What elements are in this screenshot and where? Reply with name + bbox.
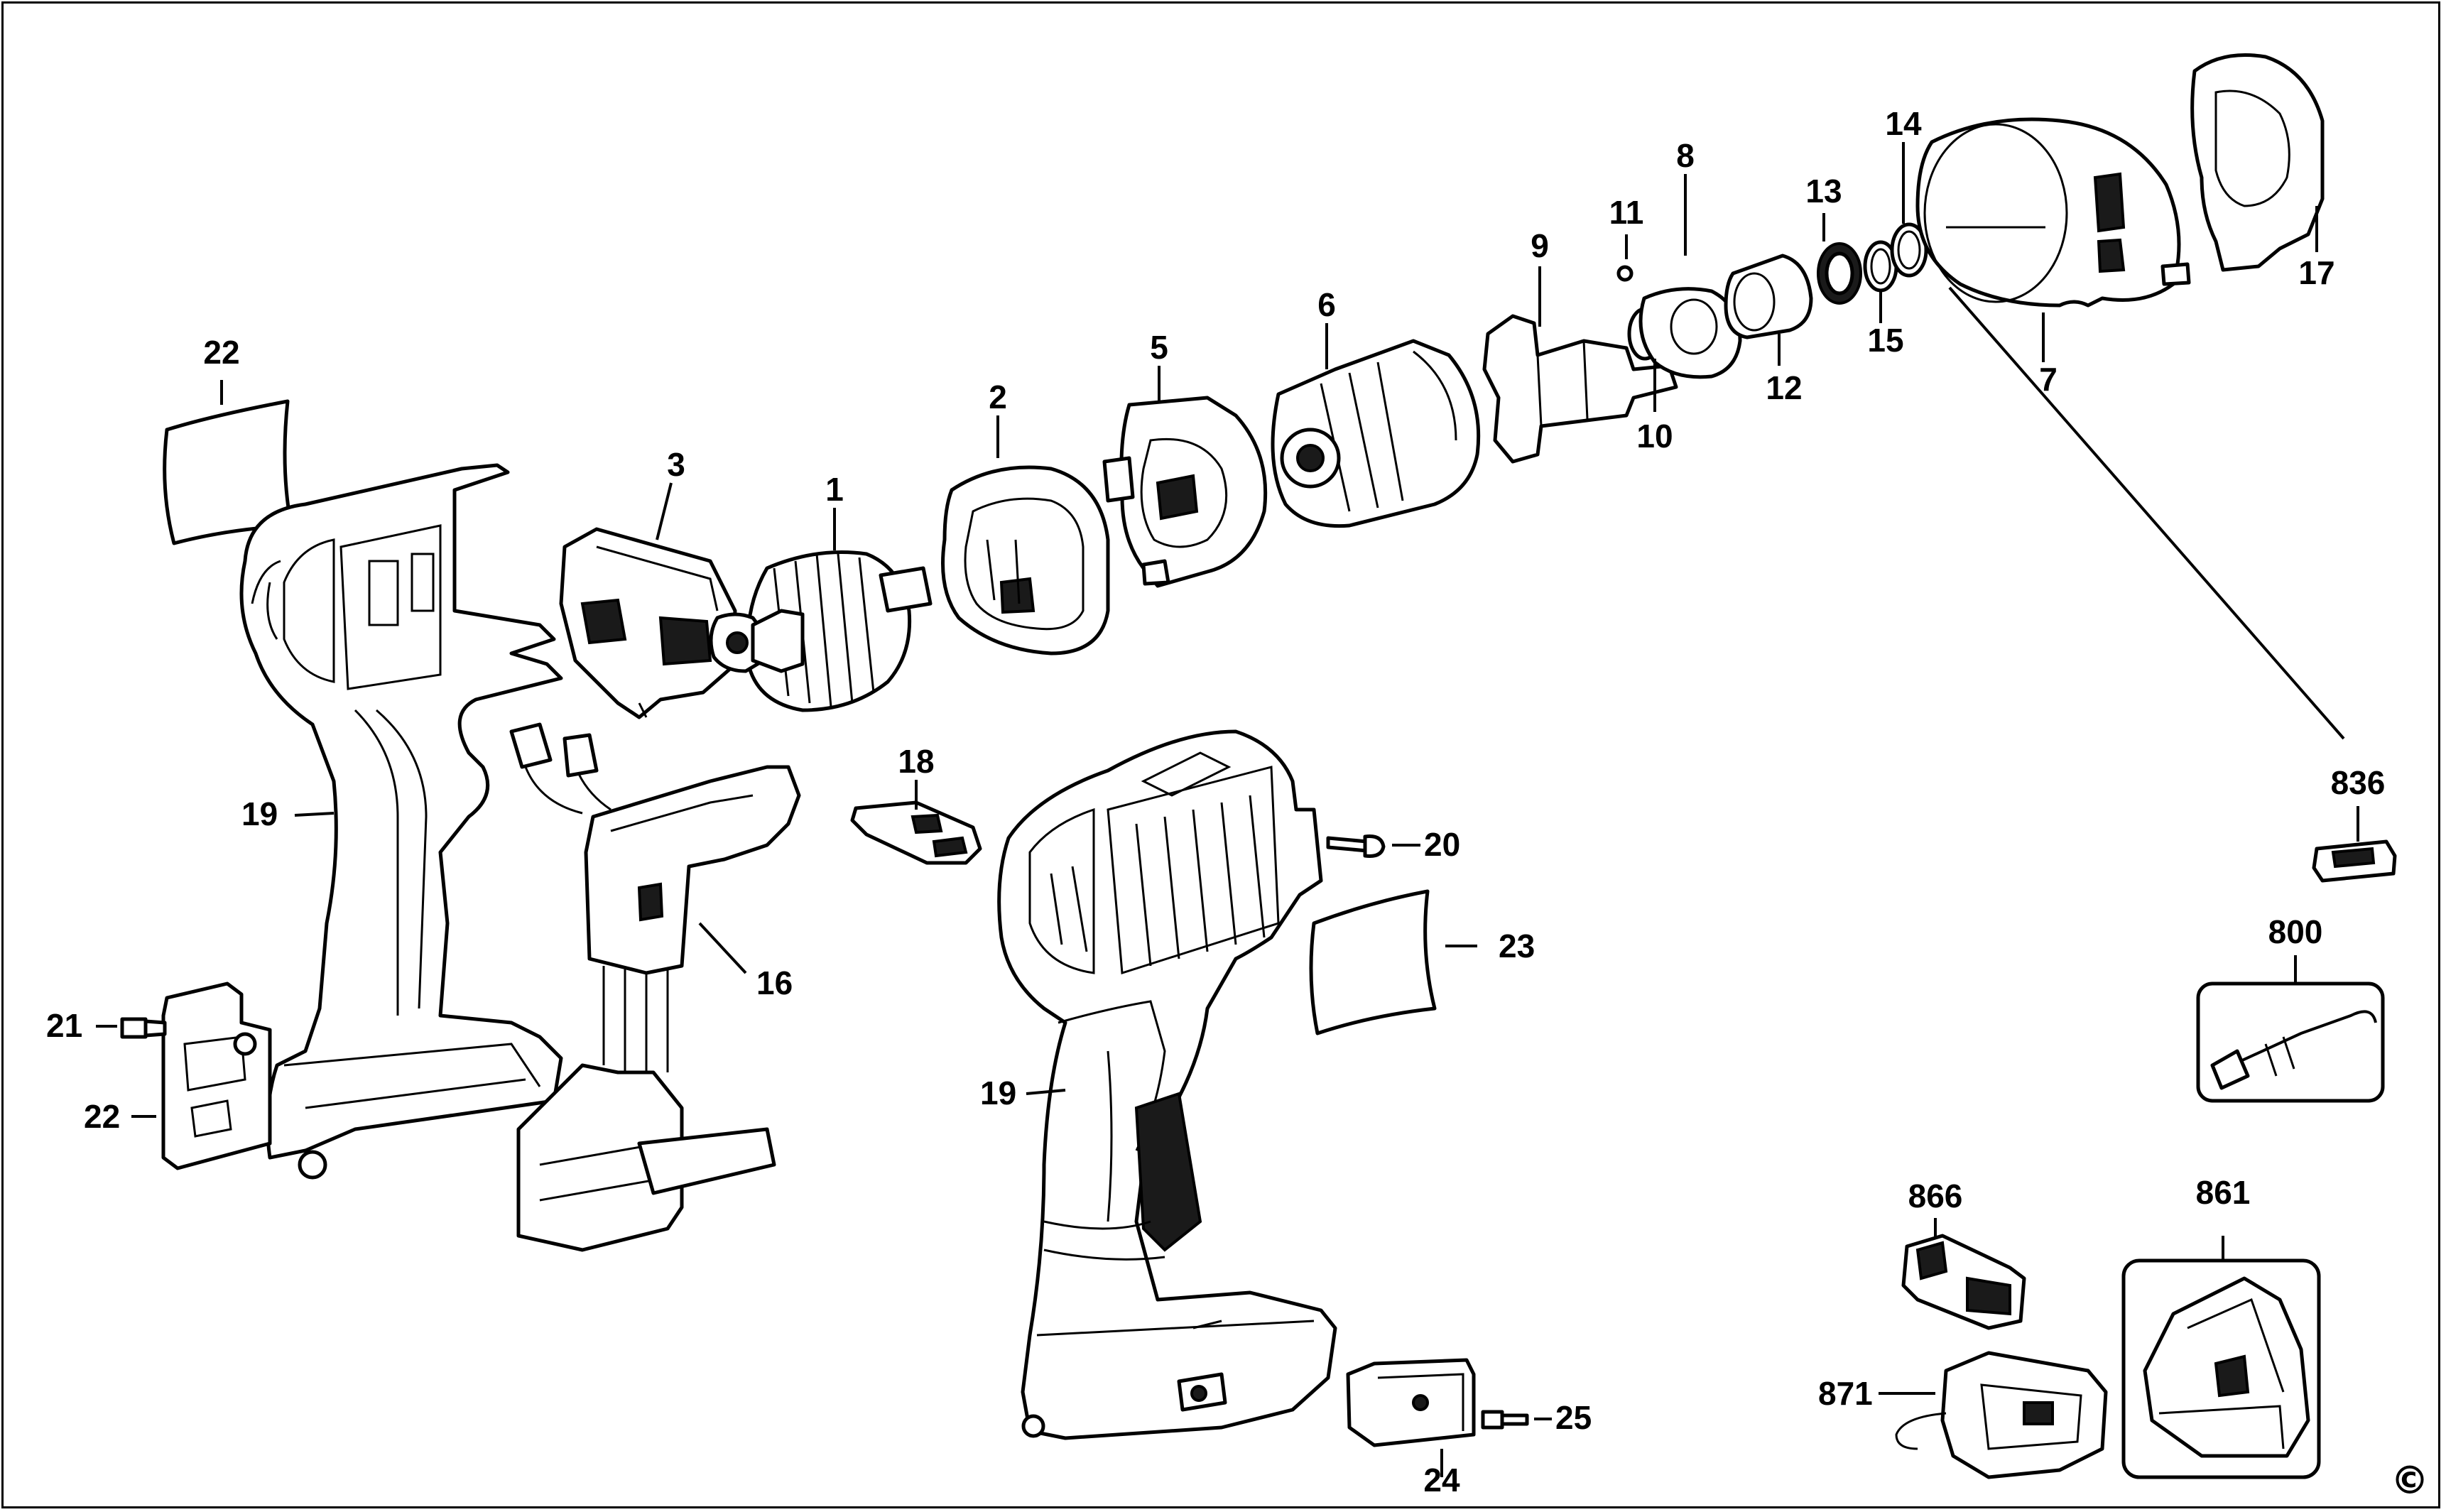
part-871-charger[interactable] (1895, 1351, 2108, 1479)
callout-1: 1 (825, 471, 844, 508)
callout-866: 866 (1908, 1177, 1963, 1214)
part-18-direction-slider[interactable] (850, 800, 982, 865)
callout-871: 871 (1818, 1375, 1873, 1412)
part-22-screw-left[interactable] (120, 1017, 167, 1039)
part-19-housing-assembled[interactable] (997, 729, 1337, 1440)
part-1-armature[interactable] (709, 550, 933, 712)
part-8-washer[interactable] (1638, 287, 1742, 379)
callout-5: 5 (1150, 329, 1168, 366)
part-25-label[interactable] (1309, 889, 1437, 1035)
part-16-switch[interactable] (509, 722, 801, 1252)
callout-20: 20 (1424, 826, 1460, 863)
callout-24: 24 (1423, 1462, 1460, 1499)
callout-11: 11 (1609, 194, 1644, 231)
callout-labels: 22 3 1 2 5 6 9 11 8 10 12 13 14 15 7 17 … (46, 105, 2429, 1503)
callout-7: 7 (2039, 361, 2058, 398)
part-20-screw[interactable] (1326, 834, 1386, 858)
callout-17: 17 (2298, 254, 2334, 291)
part-6-gear-case[interactable] (1271, 339, 1481, 528)
callout-15: 15 (1867, 322, 1903, 359)
callout-861: 861 (2196, 1174, 2251, 1211)
callout-3: 3 (667, 446, 685, 483)
callout-836: 836 (2331, 764, 2386, 801)
part-7-nose-housing[interactable] (1915, 117, 2181, 308)
part-2-field-ring[interactable] (941, 465, 1110, 656)
part-3-brush-holder[interactable] (559, 527, 737, 719)
part-13-spring[interactable] (1817, 242, 1862, 305)
part-21-plate[interactable] (161, 981, 272, 1170)
callout-800: 800 (2268, 913, 2323, 950)
callout-18: 18 (898, 743, 934, 780)
callout-10: 10 (1636, 418, 1673, 455)
callout-16: 16 (756, 964, 793, 1001)
callout-19-left: 19 (241, 795, 278, 832)
part-11-ball[interactable] (1616, 265, 1634, 282)
part-5-gear-plate[interactable] (1102, 396, 1268, 588)
callout-6: 6 (1317, 286, 1336, 323)
part-836-clip[interactable] (2312, 839, 2397, 883)
callout-14: 14 (1885, 105, 1922, 142)
part-12-sleeve[interactable] (1724, 254, 1813, 339)
callout-19-right: 19 (980, 1075, 1016, 1111)
callout-9: 9 (1531, 227, 1549, 264)
part-17-bracket[interactable] (2160, 53, 2325, 286)
callout-13: 13 (1805, 173, 1842, 210)
callout-25: 23 (1499, 928, 1535, 964)
part-861-case-box[interactable] (2121, 1258, 2321, 1479)
callout-23: 22 (203, 334, 239, 371)
leader-lines (96, 142, 2359, 1477)
part-19-housing-left[interactable] (239, 463, 563, 1180)
callout-22-right: 25 (1555, 1399, 1592, 1436)
callout-8: 8 (1676, 137, 1695, 174)
callout-22-left: 21 (46, 1007, 82, 1044)
copyright-mark: © (2391, 1458, 2429, 1503)
part-866-battery[interactable] (1901, 1234, 2026, 1330)
part-800-bit-box[interactable] (2196, 981, 2385, 1103)
callout-2: 2 (989, 379, 1007, 415)
callout-21: 22 (84, 1098, 120, 1135)
callout-12: 12 (1766, 369, 1802, 406)
part-24-battery-cover[interactable] (1346, 1358, 1476, 1447)
part-22-screw-right[interactable] (1481, 1410, 1529, 1430)
